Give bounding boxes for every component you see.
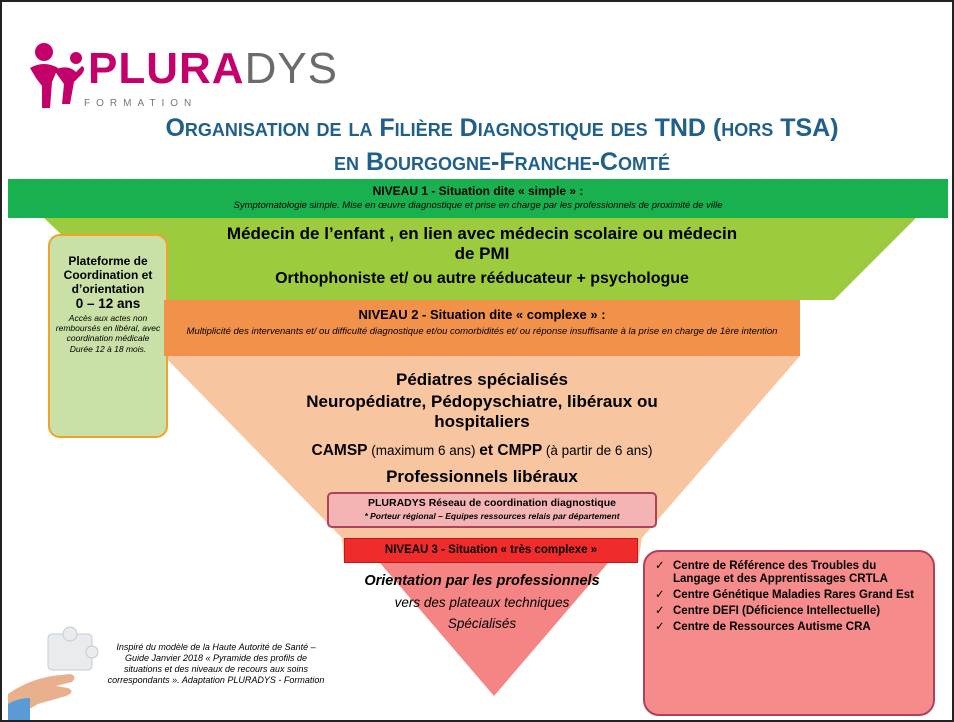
check-icon: ✓ bbox=[655, 589, 665, 601]
niveau2-banner: NIVEAU 2 - Situation dite « complexe » :… bbox=[164, 300, 800, 356]
pyramid-level1-band bbox=[44, 218, 916, 300]
niveau2-description: Multiplicité des intervenants et/ ou dif… bbox=[186, 326, 778, 337]
cmpp-label: et CMPP bbox=[479, 442, 543, 459]
niveau2-pediatres: Pédiatres spécialisés bbox=[395, 370, 568, 389]
plateforme-title: Plateforme de Coordination et d’orientat… bbox=[63, 254, 153, 296]
cmpp-note: (à partir de 6 ans) bbox=[542, 443, 653, 458]
hand-puzzle-icon bbox=[8, 626, 99, 720]
centres-box: ✓Centre de Référence des Troubles du Lan… bbox=[643, 550, 935, 716]
niveau1-medecin: Médecin de l’enfant , en lien avec médec… bbox=[226, 224, 738, 263]
niveau2-neuropediatre: Neuropédiatre, Pédopyschiatre, libéraux … bbox=[306, 392, 658, 431]
plateforme-ages: 0 – 12 ans bbox=[75, 296, 141, 311]
plateforme-box: Plateforme de Coordination et d’orientat… bbox=[48, 234, 168, 438]
check-icon: ✓ bbox=[655, 605, 665, 617]
niveau1-heading: NIVEAU 1 - Situation dite « simple » : bbox=[372, 184, 584, 198]
pluradys-reseau-heading: PLURADYS Réseau de coordination diagnost… bbox=[368, 497, 616, 509]
page-title-line1: Organisation de la Filière Diagnostique … bbox=[165, 114, 839, 142]
logo-subtitle: FORMATION bbox=[84, 98, 198, 109]
camsp-note: (maximum 6 ans) bbox=[367, 443, 480, 458]
niveau1-banner: NIVEAU 1 - Situation dite « simple » : S… bbox=[8, 179, 948, 218]
niveau3-specialises: Spécialisés bbox=[447, 616, 517, 631]
page-title-line2: en Bourgogne-Franche-Comté bbox=[334, 148, 670, 176]
niveau2-camsp-cmpp: CAMSP (maximum 6 ans) et CMPP (à partir … bbox=[282, 442, 682, 460]
check-icon: ✓ bbox=[655, 621, 665, 633]
check-icon: ✓ bbox=[655, 560, 665, 572]
centres-list: ✓Centre de Référence des Troubles du Lan… bbox=[655, 560, 925, 634]
niveau3-plateaux: vers des plateaux techniques bbox=[394, 595, 570, 610]
family-figures-icon bbox=[30, 43, 84, 108]
niveau3-banner: NIVEAU 3 - Situation « très complexe » bbox=[344, 538, 638, 563]
plateforme-note: Accès aux actes non remboursés en libéra… bbox=[55, 313, 161, 343]
plateforme-duree: Durée 12 à 18 mois. bbox=[69, 344, 147, 354]
niveau1-orthophoniste: Orthophoniste et/ ou autre rééducateur +… bbox=[275, 270, 689, 287]
list-item: ✓Centre de Référence des Troubles du Lan… bbox=[655, 560, 888, 585]
niveau2-professionnels: Professionnels libéraux bbox=[386, 467, 578, 486]
pluradys-reseau-sub: * Porteur régional – Equipes ressources … bbox=[364, 511, 620, 521]
list-item: ✓Centre Génétique Maladies Rares Grand E… bbox=[655, 589, 914, 601]
camsp-label: CAMSP bbox=[311, 442, 368, 459]
pyramid-level3-band bbox=[380, 563, 608, 696]
list-item: ✓Centre DEFI (Déficience Intellectuelle) bbox=[655, 605, 881, 617]
credit-note: Inspiré du modèle de la Haute Autorité d… bbox=[107, 642, 325, 685]
pluradys-logo: PLURADYS FORMATION bbox=[22, 38, 352, 128]
niveau1-description: Symptomatologie simple. Mise en œuvre di… bbox=[233, 200, 723, 211]
pluradys-reseau-box: PLURADYS Réseau de coordination diagnost… bbox=[327, 492, 657, 528]
logo-wordmark: PLURADYS bbox=[88, 44, 339, 93]
niveau3-orientation: Orientation par les professionnels bbox=[364, 573, 600, 589]
niveau2-heading: NIVEAU 2 - Situation dite « complexe » : bbox=[358, 307, 606, 322]
list-item: ✓Centre de Ressources Autisme CRA bbox=[655, 621, 871, 633]
